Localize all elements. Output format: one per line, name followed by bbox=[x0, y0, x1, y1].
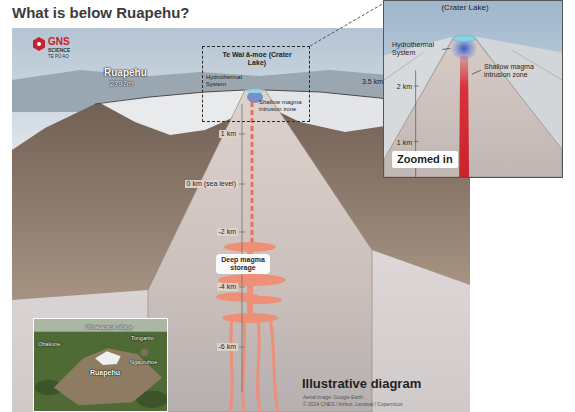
ridge-line bbox=[95, 90, 245, 104]
logo-hexagon bbox=[33, 37, 45, 51]
diagram-note: Illustrative diagram bbox=[302, 377, 421, 392]
depth-label: -6 km bbox=[217, 343, 239, 351]
logo-text: TE PŪ AO bbox=[48, 54, 69, 59]
magma-sill bbox=[242, 296, 282, 304]
zone-label: Hydrothermal System bbox=[206, 74, 250, 88]
magma-tendril bbox=[270, 318, 278, 412]
magma-label: Deep magma storage bbox=[220, 256, 266, 272]
magma-sill bbox=[224, 242, 276, 252]
place-name: Ruapehu bbox=[90, 369, 120, 377]
axis-tick bbox=[414, 86, 419, 87]
dimension-label: 3.5 km bbox=[362, 78, 383, 86]
volcano-cone bbox=[140, 348, 148, 356]
cross-section bbox=[384, 39, 562, 177]
zone-label: Shallow magma intrusion zone bbox=[259, 99, 307, 113]
axis-line bbox=[242, 104, 243, 392]
logo-mark bbox=[33, 37, 45, 51]
depth-label: 0 km (sea level) bbox=[185, 180, 238, 188]
magma-path bbox=[251, 102, 254, 245]
depth-label: 2 km bbox=[397, 83, 412, 91]
depth-label: 1 km bbox=[397, 139, 412, 147]
magma-box: Deep magma storage bbox=[216, 254, 270, 274]
crater-lake bbox=[246, 89, 264, 93]
leader-line bbox=[442, 48, 450, 50]
page-title: What is below Ruapehu? bbox=[12, 4, 190, 21]
magma-tendril bbox=[230, 318, 232, 412]
place-name: Whakapapa village bbox=[86, 324, 132, 330]
logo-text: SCIENCE bbox=[48, 48, 70, 54]
magma-column bbox=[459, 56, 469, 177]
axis-tick bbox=[239, 134, 245, 135]
inset-title: Zoomed in bbox=[392, 151, 458, 168]
leader-line bbox=[472, 70, 481, 74]
crater-lake bbox=[452, 36, 476, 42]
magma-tendrils bbox=[230, 318, 278, 412]
depth-label: 1 km bbox=[219, 130, 238, 138]
place-name: Tongariro bbox=[131, 335, 154, 341]
map-inset: Ohakune Whakapapa villageTongariroRuapehu… bbox=[33, 318, 168, 412]
crater-name: Te Wai ā-moe (Crater Lake) bbox=[217, 51, 297, 67]
credit-text: Aerial image: Google Earth bbox=[303, 395, 363, 401]
place-name: Ohakune bbox=[38, 341, 60, 347]
magma-tendril bbox=[258, 318, 260, 412]
depth-axis bbox=[239, 104, 245, 392]
sky bbox=[384, 1, 562, 177]
cross-section bbox=[148, 90, 372, 412]
zoom-inset: (Crater Lake) Hydrothermal SystemShallow … bbox=[383, 0, 563, 178]
peak-height: 2797m bbox=[110, 80, 133, 89]
depth-label: -4 km bbox=[217, 283, 239, 291]
zone-label: Shallow magma intrusion zone bbox=[484, 63, 548, 79]
magma-storage bbox=[216, 242, 286, 323]
axis-tick bbox=[239, 287, 245, 288]
magma-tendril bbox=[243, 318, 245, 412]
snow-field bbox=[100, 90, 245, 135]
summit-snow bbox=[95, 351, 121, 365]
zone-label: Hydrothermal System bbox=[392, 41, 442, 57]
axis-tick bbox=[239, 347, 245, 348]
logo-dot bbox=[37, 42, 41, 46]
haze bbox=[34, 319, 167, 332]
axis-tick bbox=[239, 184, 245, 185]
volcano-flank bbox=[54, 348, 162, 405]
place-name: Ngauruhoe bbox=[130, 359, 157, 365]
axis-tick bbox=[414, 141, 419, 142]
zoom-frame: Te Wai ā-moe (Crater Lake) Hydrothermal S… bbox=[202, 46, 310, 122]
forest bbox=[34, 319, 167, 411]
slope-streak bbox=[384, 52, 424, 80]
depth-label: -2 km bbox=[217, 228, 239, 236]
crater-name: (Crater Lake) bbox=[441, 3, 488, 12]
credit-text: © 2024 CNES / Airbus, Landsat / Copernic… bbox=[303, 402, 403, 408]
axis-tick bbox=[239, 232, 245, 233]
zoom-connector bbox=[310, 4, 383, 46]
logo-text: GNS bbox=[48, 36, 70, 48]
peak-name: Ruapehu bbox=[104, 67, 147, 79]
